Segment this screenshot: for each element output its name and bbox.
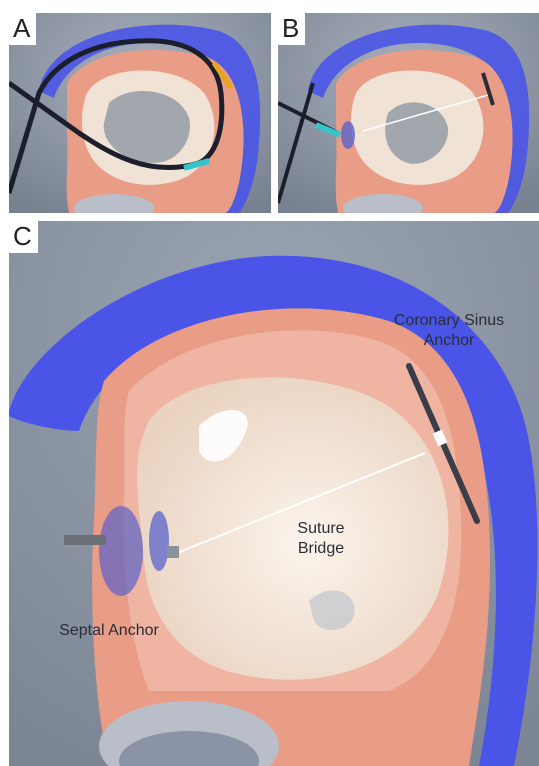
septal-anchor-screw bbox=[64, 535, 106, 545]
panel-a-letter: A bbox=[9, 13, 36, 45]
septal-anchor-label: Septal Anchor bbox=[39, 621, 179, 641]
panel-b-illustration bbox=[278, 13, 539, 213]
coronary-sinus-anchor-label: Coronary Sinus Anchor bbox=[379, 311, 519, 351]
panel-a: A bbox=[9, 13, 271, 213]
suture-bridge-label: Suture Bridge bbox=[271, 519, 371, 559]
septal-anchor-hub bbox=[167, 546, 179, 558]
panel-c-letter: C bbox=[9, 221, 38, 253]
septal-anchor-mesh-outer bbox=[99, 506, 143, 596]
septal-anchor-mesh bbox=[341, 121, 355, 149]
panel-a-illustration bbox=[9, 13, 271, 213]
panel-c-illustration bbox=[9, 221, 539, 766]
septal-anchor-mesh-inner bbox=[149, 511, 169, 571]
panel-c: C Coronary Sinus Anchor Suture Bridge Se… bbox=[9, 221, 539, 766]
panel-b: B bbox=[278, 13, 539, 213]
panel-b-letter: B bbox=[278, 13, 305, 45]
